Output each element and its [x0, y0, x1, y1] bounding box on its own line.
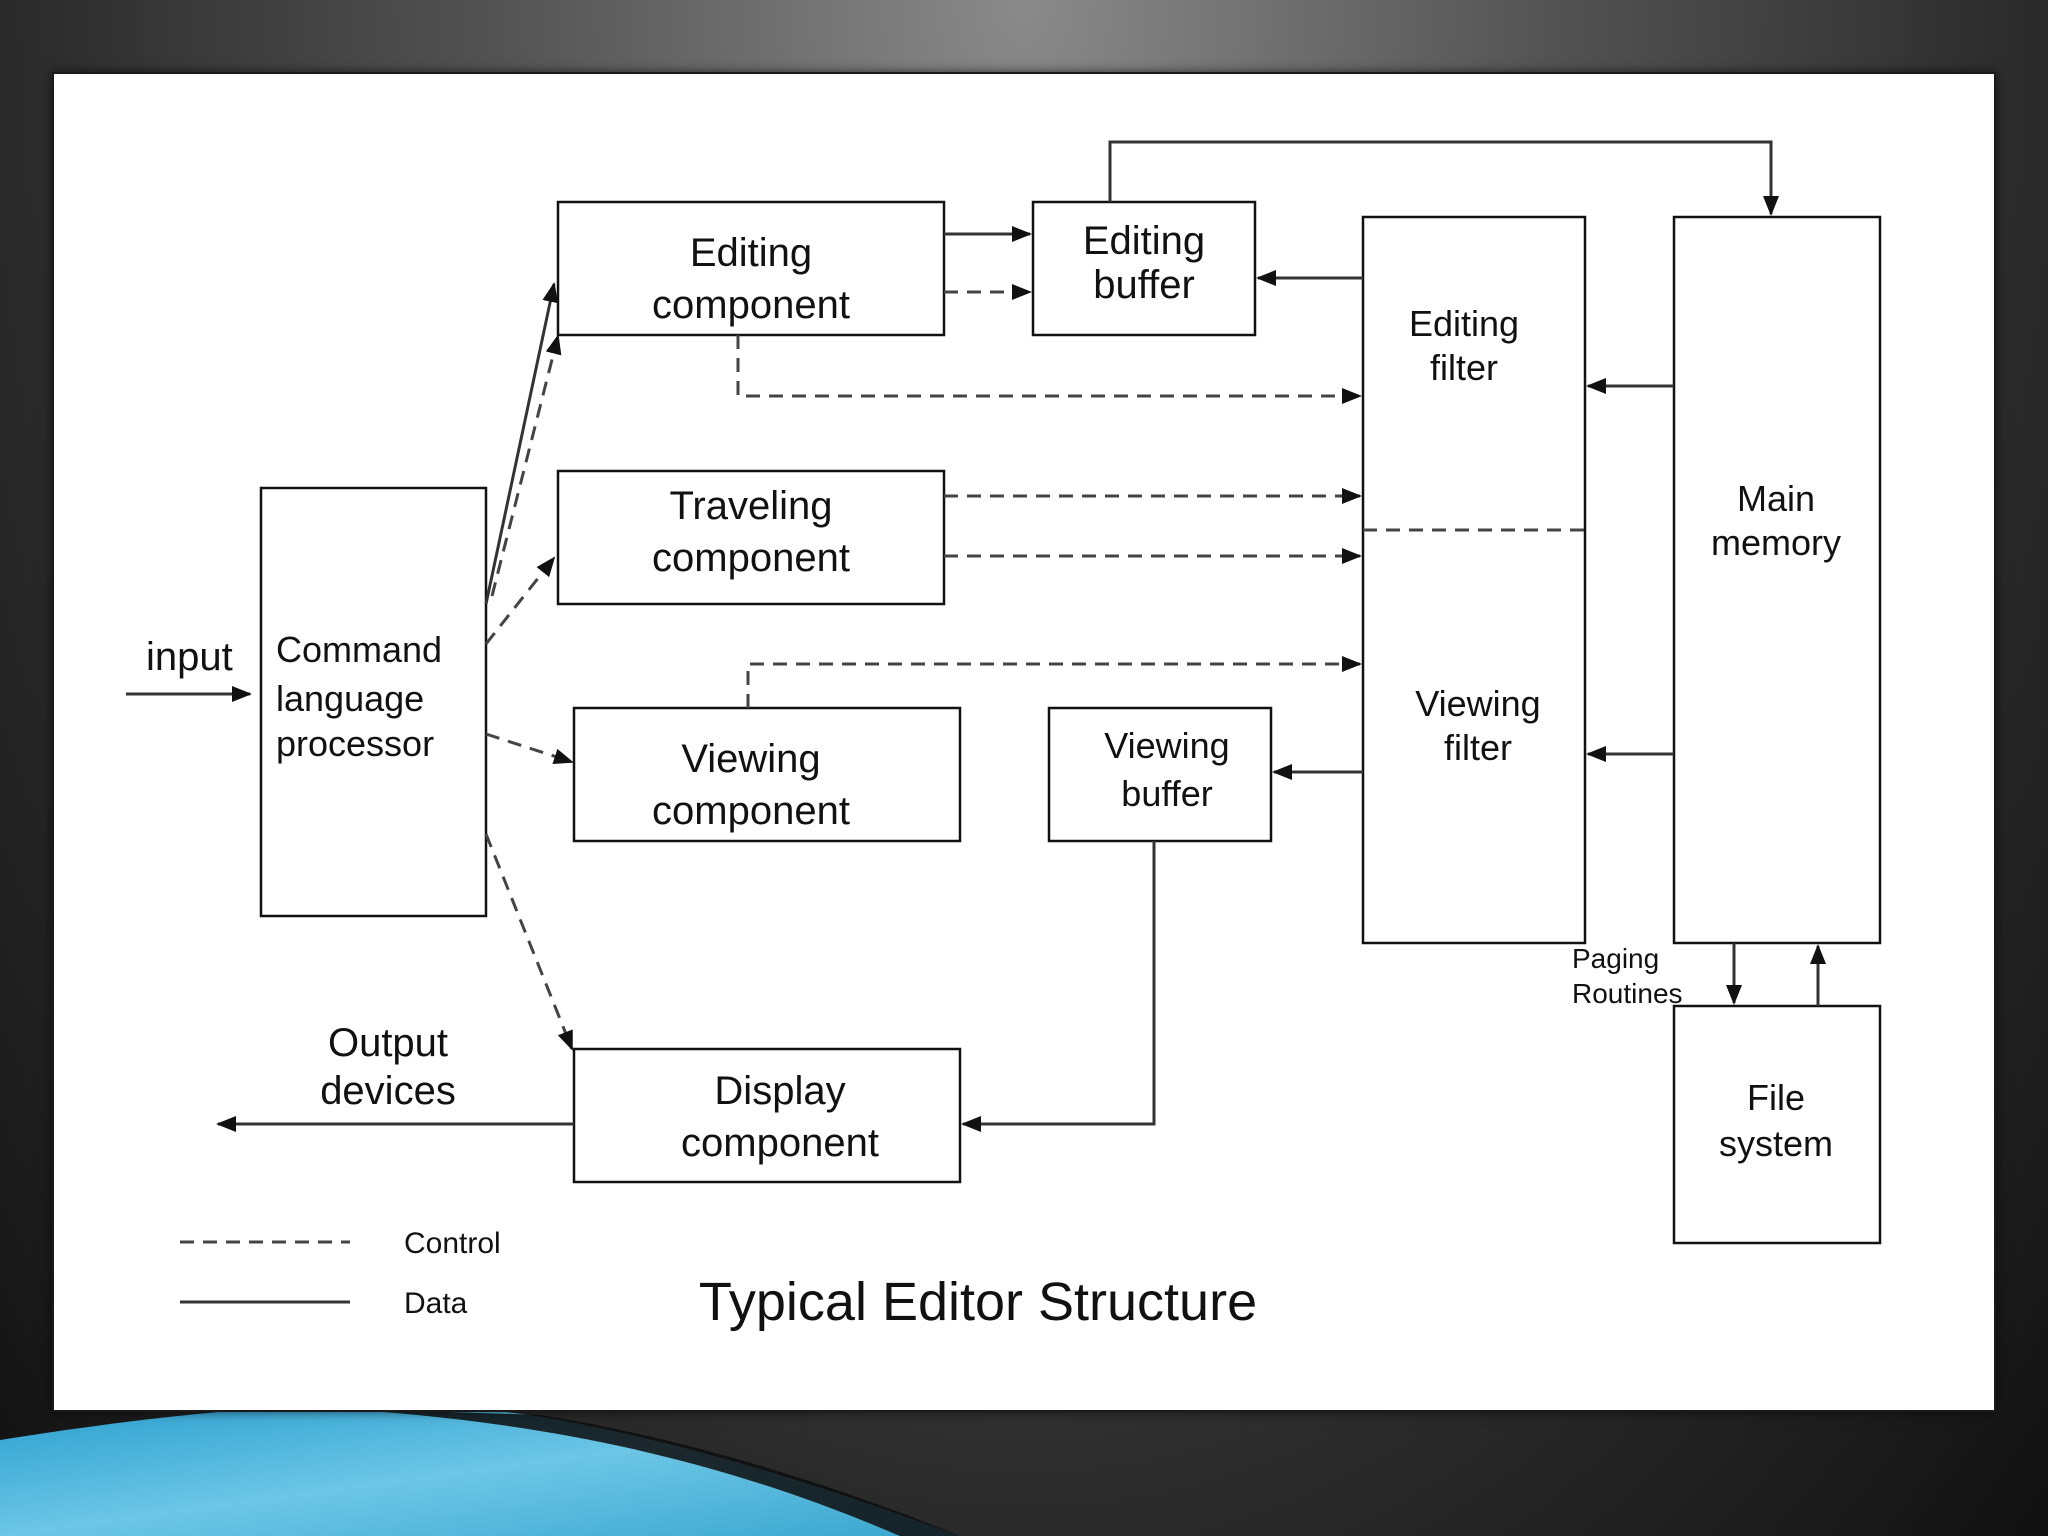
traveling-component-label-2: component	[652, 536, 850, 580]
editor-structure-diagram: Editing component Editing buffer Editing…	[126, 140, 1882, 1332]
editing-filter-label-1: Editing	[1409, 303, 1519, 344]
display-component-label-2: component	[681, 1121, 879, 1165]
command-processor-label-3: processor	[276, 723, 434, 764]
display-component-box: Display component	[572, 1047, 962, 1184]
legend-data-label: Data	[404, 1287, 468, 1320]
traveling-component-label-1: Traveling	[669, 484, 832, 528]
display-component-label-1: Display	[714, 1069, 845, 1113]
editing-component-label-1: Editing	[690, 231, 812, 275]
slide-content: Editing component Editing buffer Editing…	[52, 72, 1996, 1412]
viewing-buffer-box: Viewing buffer	[1047, 706, 1273, 843]
viewing-buffer-label-2: buffer	[1121, 773, 1212, 814]
viewing-component-label-1: Viewing	[681, 737, 820, 781]
editing-component-label-2: component	[652, 283, 850, 327]
viewing-filter-label-1: Viewing	[1415, 683, 1540, 724]
viewing-component-label-2: component	[652, 789, 850, 833]
command-language-processor-box: Command language processor	[259, 486, 488, 918]
editing-component-box: Editing component	[556, 200, 946, 337]
viewing-buffer-label-1: Viewing	[1104, 725, 1229, 766]
file-system-label-1: File	[1747, 1077, 1805, 1118]
main-memory-label-1: Main	[1737, 478, 1815, 519]
data-flows	[126, 140, 1826, 1132]
editing-buffer-label-2: buffer	[1093, 263, 1195, 307]
traveling-component-box: Traveling component	[556, 469, 946, 606]
command-processor-label-2: language	[276, 678, 424, 719]
control-flows	[484, 284, 1362, 1051]
main-memory-box: Main memory	[1672, 215, 1882, 945]
paging-label-2: Routines	[1572, 978, 1683, 1009]
command-processor-label-1: Command	[276, 629, 442, 670]
input-label: input	[146, 635, 233, 679]
file-system-label-2: system	[1719, 1123, 1833, 1164]
legend: Control Data	[180, 1227, 501, 1320]
viewing-filter-label-2: filter	[1444, 727, 1512, 768]
editing-buffer-label-1: Editing	[1083, 219, 1205, 263]
paging-label-1: Paging	[1572, 943, 1659, 974]
file-system-box: File system	[1672, 1004, 1882, 1245]
diagram-title: Typical Editor Structure	[699, 1272, 1257, 1332]
output-devices-label-2: devices	[320, 1069, 456, 1113]
main-memory-label-2: memory	[1711, 522, 1841, 563]
output-devices-label-1: Output	[328, 1021, 448, 1065]
legend-control-label: Control	[404, 1227, 501, 1260]
editing-buffer-box: Editing buffer	[1031, 200, 1257, 337]
editing-filter-label-2: filter	[1430, 347, 1498, 388]
filter-box: Editing filter Viewing filter	[1361, 215, 1587, 945]
viewing-component-box: Viewing component	[572, 706, 962, 843]
